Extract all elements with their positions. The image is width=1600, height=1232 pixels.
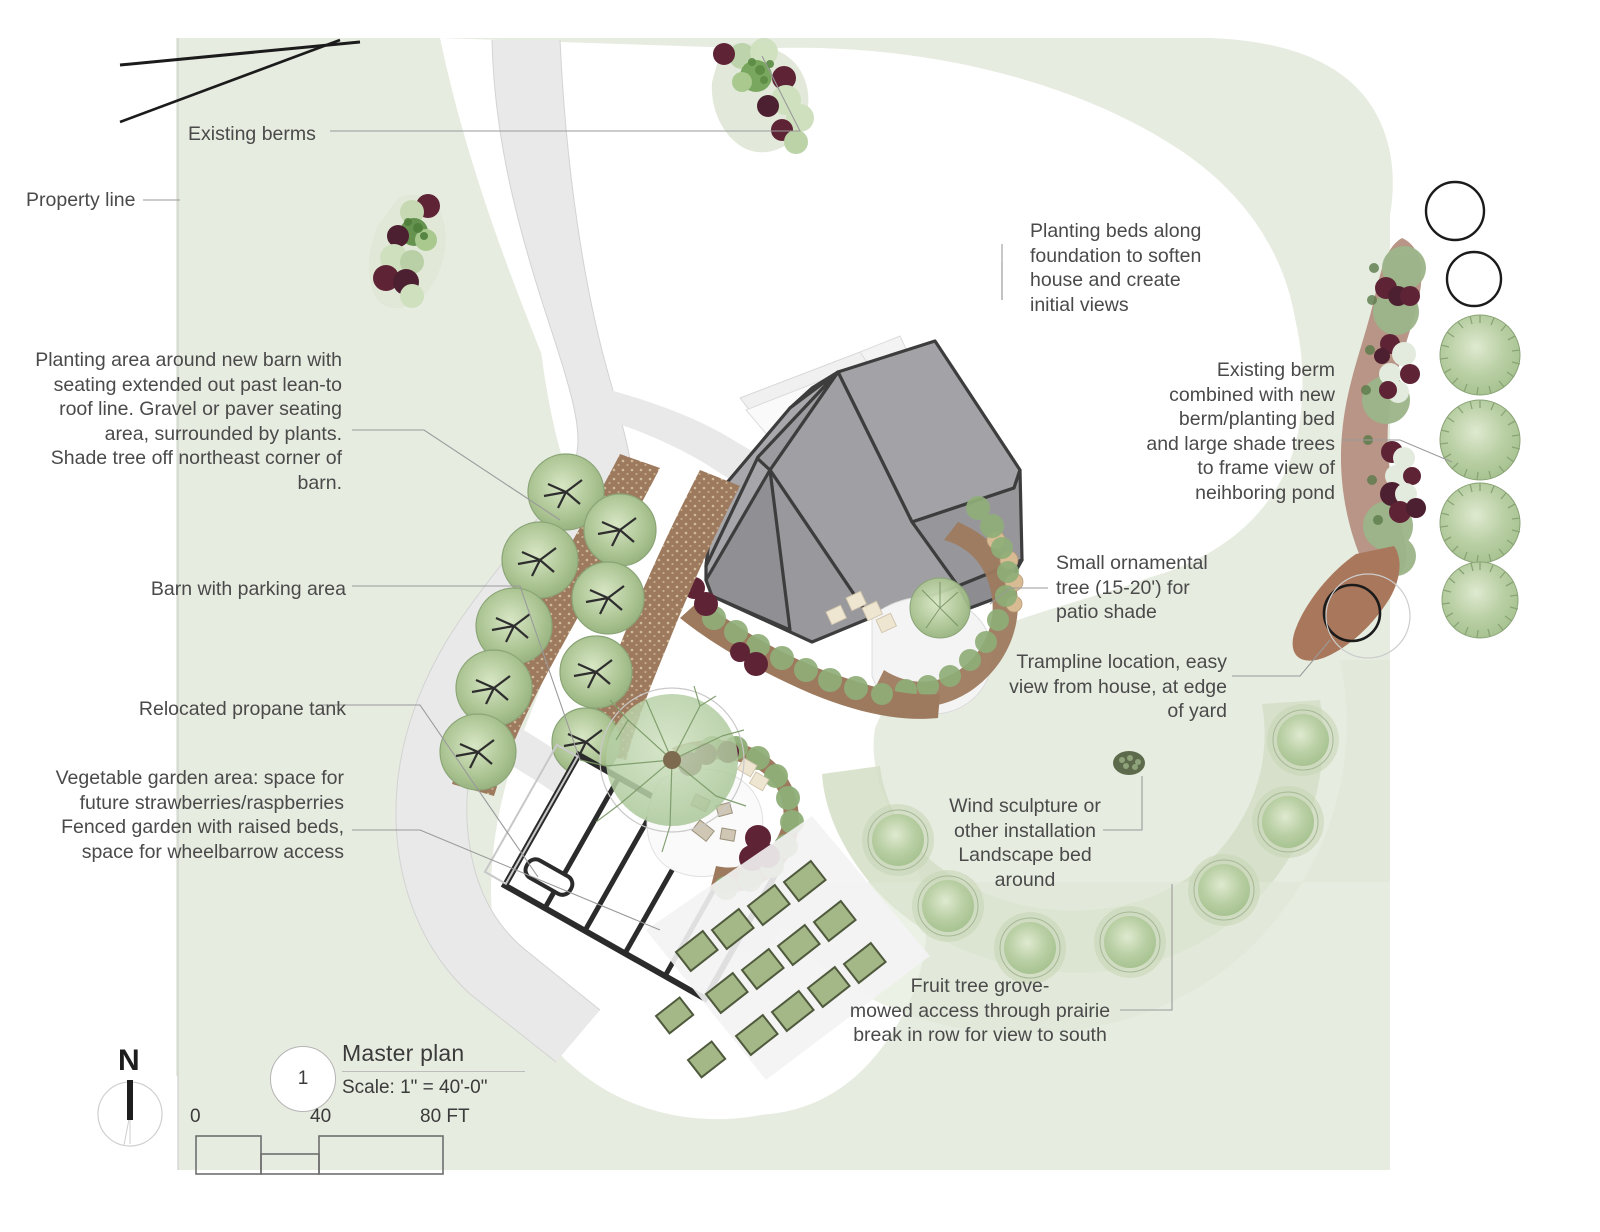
annotation-planting-area-barn: Planting area around new barn with seati… <box>35 349 342 494</box>
annotation-existing-berms: Existing berms <box>188 123 316 145</box>
annotation-planting-beds-foundation: Planting beds along foundation to soften… <box>1030 220 1202 316</box>
scale-tick-80: 80 FT <box>420 1106 470 1127</box>
foundation-planting-beds <box>680 496 1024 719</box>
east-berm-planting <box>1340 180 1521 639</box>
barn-and-garden <box>483 685 930 1080</box>
vegetable-garden <box>646 816 930 1080</box>
leader-lines <box>143 55 1453 1011</box>
annotation-fruit-tree-grove: Fruit tree grove- mowed access through p… <box>849 975 1111 1046</box>
annotation-vegetable-garden-area: Vegetable garden area: space for future … <box>55 767 344 863</box>
large-shade-tree-row <box>1424 180 1521 639</box>
title-divider <box>342 1071 525 1072</box>
scale-tick-40: 40 <box>310 1106 332 1127</box>
annotation-existing-berm-combined: Existing berm combined with new berm/pla… <box>1146 359 1335 504</box>
north-arrow: N <box>96 1044 176 1154</box>
existing-berm-north <box>711 38 814 154</box>
existing-berm-west <box>368 194 446 309</box>
annotation-relocated-propane-tank: Relocated propane tank <box>138 698 346 720</box>
driveway-tree-allee <box>439 453 740 796</box>
graphic-scale-bar: 0 40 80 FT <box>190 1106 510 1176</box>
annotation-property-line: Property line <box>26 189 136 211</box>
barn-shade-tree <box>579 685 747 853</box>
east-mulch-lobe <box>1292 546 1411 661</box>
north-letter: N <box>118 1044 140 1077</box>
drawing-title: Master plan <box>342 1040 465 1066</box>
detail-number: 1 <box>297 1068 309 1089</box>
drawing-scale: Scale: 1" = 40'-0" <box>342 1077 488 1098</box>
fruit-tree-grove <box>760 660 1390 1034</box>
annotation-barn-with-parking-area: Barn with parking area <box>150 578 346 600</box>
detail-number-bubble: 1 <box>270 1046 336 1112</box>
propane-tank <box>523 857 575 897</box>
annotation-wind-sculpture: Wind sculpture or other installation Lan… <box>949 795 1101 891</box>
annotation-small-ornamental-tree: Small ornamental tree (15-20') for patio… <box>1056 552 1208 623</box>
scale-tick-0: 0 <box>190 1106 201 1127</box>
wind-sculpture-marker <box>1113 751 1145 775</box>
drawing-title-group: Master plan Scale: 1" = 40'-0" <box>342 1040 542 1099</box>
annotation-trampoline-location: Trampline location, easy view from house… <box>1009 651 1227 722</box>
title-block: N 1 Master plan Scale: 1" = 40'-0" 0 40 … <box>80 1014 525 1194</box>
ornamental-patio-tree <box>909 577 971 639</box>
property-line-graphic <box>119 38 361 1170</box>
